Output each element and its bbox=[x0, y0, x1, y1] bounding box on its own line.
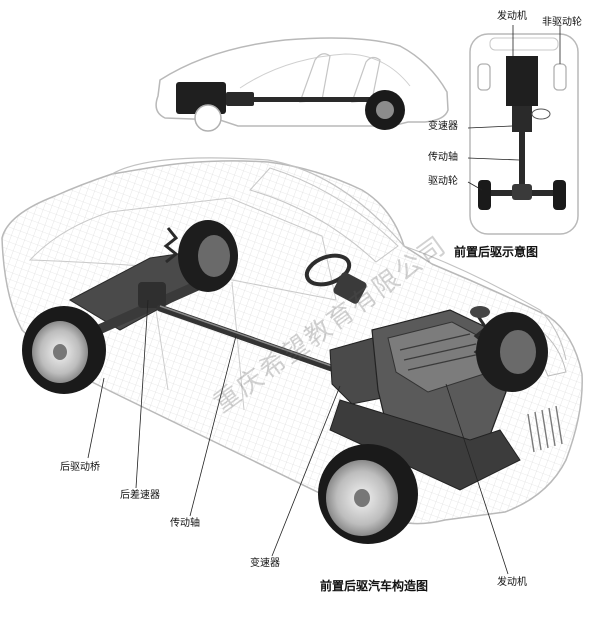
front-strut-top bbox=[470, 306, 490, 318]
top-rear-left-wheel bbox=[478, 180, 491, 210]
top-differential bbox=[512, 184, 532, 200]
steering-column bbox=[333, 272, 367, 304]
caption-top-diagram: 前置后驱示意图 bbox=[454, 245, 539, 259]
side-front-wheel bbox=[194, 104, 222, 132]
main-grille bbox=[527, 405, 563, 453]
top-engine-block bbox=[506, 56, 538, 106]
main-engine-ribs bbox=[399, 333, 481, 371]
front-left-wheel bbox=[318, 444, 418, 544]
top-rear-right-wheel bbox=[553, 180, 566, 210]
main-hood-line bbox=[403, 245, 567, 361]
caption-main-diagram: 前置后驱汽车构造图 bbox=[320, 579, 429, 593]
label-engine-top: 发动机 bbox=[497, 11, 527, 22]
label-engine-main: 发动机 bbox=[497, 577, 527, 588]
side-seat-rear bbox=[351, 56, 381, 103]
top-view-leaders bbox=[467, 25, 561, 191]
label-drive-wheel: 驱动轮 bbox=[428, 176, 458, 187]
side-transmission bbox=[226, 92, 254, 106]
label-drive-shaft-top: 传动轴 bbox=[428, 152, 458, 163]
label-transmission-main: 变速器 bbox=[250, 558, 280, 569]
main-side-window bbox=[28, 197, 337, 301]
top-front-left-wheel bbox=[477, 63, 491, 91]
main-car bbox=[1, 157, 583, 544]
side-window-line bbox=[239, 53, 411, 89]
label-drive-shaft-main: 传动轴 bbox=[170, 518, 200, 529]
label-rear-axle: 后驱动桥 bbox=[60, 462, 100, 473]
top-transmission bbox=[512, 106, 532, 132]
main-drive-shaft-highlight bbox=[159, 305, 361, 377]
side-seat-front bbox=[299, 53, 331, 103]
top-front-bumper bbox=[489, 37, 559, 51]
front-right-wheel bbox=[476, 312, 548, 392]
rear-axle-beam bbox=[74, 273, 216, 345]
top-front-right-wheel bbox=[553, 63, 567, 91]
top-drive-shaft bbox=[519, 132, 525, 188]
front-subframe bbox=[329, 399, 521, 491]
label-rear-differential: 后差速器 bbox=[120, 490, 160, 501]
side-drive-shaft bbox=[254, 97, 376, 102]
side-view-schematic bbox=[155, 37, 449, 132]
rear-spring-left bbox=[163, 227, 179, 264]
main-roof-line bbox=[111, 157, 405, 247]
side-rear-wheel-hub bbox=[376, 101, 394, 119]
rear-differential bbox=[138, 282, 166, 308]
main-view-leaders bbox=[87, 299, 509, 575]
label-transmission-top: 变速器 bbox=[428, 121, 458, 132]
main-windshield bbox=[249, 167, 399, 263]
top-car-outline bbox=[469, 33, 579, 235]
top-transmission-mark bbox=[531, 108, 551, 120]
top-view-schematic bbox=[469, 33, 579, 235]
label-non-drive-wheel: 非驱动轮 bbox=[542, 17, 582, 28]
rear-left-wheel bbox=[22, 306, 106, 394]
rear-right-wheel bbox=[178, 220, 238, 292]
steering-wheel bbox=[304, 253, 352, 287]
main-drive-shaft bbox=[156, 304, 364, 382]
